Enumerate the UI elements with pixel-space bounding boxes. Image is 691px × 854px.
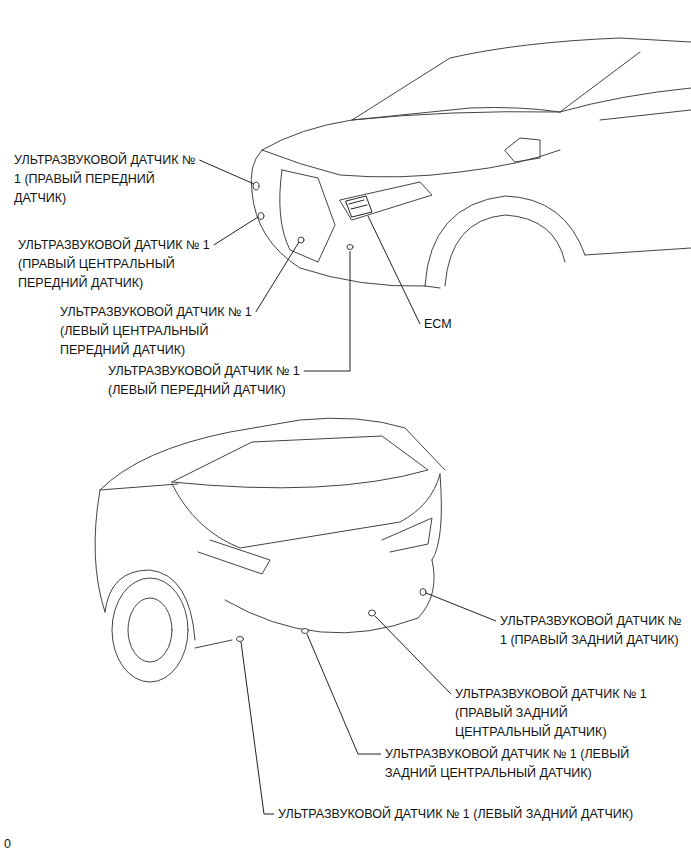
car-outline xyxy=(352,38,691,120)
car-outline xyxy=(100,484,178,490)
car-outline xyxy=(432,474,441,560)
car-outline xyxy=(198,540,270,574)
sensor xyxy=(369,610,376,616)
part-label: УЛЬТРАЗВУКОВОЙ ДАТЧИК № 1 (ПРАВЫЙ ЗАДНИЙ… xyxy=(500,612,685,650)
leader-line xyxy=(214,217,258,245)
car-outline xyxy=(100,418,445,490)
label-text: УЛЬТРАЗВУКОВОЙ ДАТЧИК № 1 (ПРАВЫЙ ПЕРЕДН… xyxy=(14,153,195,205)
ecm-unit xyxy=(346,196,372,217)
sensor xyxy=(420,589,426,596)
leader-line xyxy=(307,634,381,754)
car-outline xyxy=(95,490,105,612)
leader-line xyxy=(426,593,496,621)
car-outline xyxy=(262,150,560,177)
car-outline xyxy=(425,196,585,286)
leader-line xyxy=(368,216,420,324)
car-outline xyxy=(172,474,440,548)
label-text: УЛЬТРАЗВУКОВОЙ ДАТЧИК № 1 (ЛЕВЫЙ ЗАДНИЙ … xyxy=(385,747,629,780)
car-outline xyxy=(560,88,691,112)
leader-line xyxy=(241,642,274,814)
car-outline xyxy=(382,518,432,552)
part-label: УЛЬТРАЗВУКОВОЙ ДАТЧИК № 1 (ПРАВЫЙ ЦЕНТРА… xyxy=(18,236,216,293)
car-outline xyxy=(585,248,691,255)
car-outline xyxy=(425,286,440,288)
car-outline xyxy=(252,192,425,286)
car-outline xyxy=(172,436,428,488)
car-outline xyxy=(251,108,560,193)
car-outline xyxy=(600,110,691,120)
leader-line xyxy=(199,160,254,184)
part-label: УЛЬТРАЗВУКОВОЙ ДАТЧИК № 1 (ЛЕВЫЙ ЗАДНИЙ … xyxy=(278,805,683,824)
sensor xyxy=(347,245,353,250)
label-text: УЛЬТРАЗВУКОВОЙ ДАТЧИК № 1 (ПРАВЫЙ ЗАДНИЙ… xyxy=(500,614,681,647)
label-text: УЛЬТРАЗВУКОВОЙ ДАТЧИК № 1 (ЛЕВЫЙ ЗАДНИЙ … xyxy=(278,807,633,821)
rear-car xyxy=(95,418,445,682)
leader-line xyxy=(256,242,299,312)
car-outline xyxy=(445,215,565,286)
part-label: УЛЬТРАЗВУКОВОЙ ДАТЧИК № 1 (ЛЕВЫЙ ЗАДНИЙ … xyxy=(385,745,670,783)
car-outline xyxy=(352,112,560,120)
wheel xyxy=(128,598,172,662)
front-car xyxy=(251,38,691,288)
label-text: УЛЬТРАЗВУКОВОЙ ДАТЧИК № 1 (ПРАВЫЙ ЦЕНТРА… xyxy=(18,238,210,290)
label-text: ECM xyxy=(424,317,452,331)
sensor xyxy=(237,637,244,642)
sensor xyxy=(258,213,264,220)
car-outline xyxy=(105,570,195,640)
sensor xyxy=(302,629,309,634)
part-label: УЛЬТРАЗВУКОВОЙ ДАТЧИК № 1 (ЛЕВЫЙ ПЕРЕДНИ… xyxy=(108,362,348,400)
part-label: УЛЬТРАЗВУКОВОЙ ДАТЧИК № 1 (ПРАВЫЙ ПЕРЕДН… xyxy=(14,151,199,208)
car-outline xyxy=(280,170,335,262)
sensor xyxy=(253,182,259,190)
leader-line xyxy=(375,616,451,694)
car-outline xyxy=(560,52,640,112)
car-outline xyxy=(340,182,432,220)
car-outline xyxy=(195,640,232,648)
unit-label: ECM xyxy=(424,315,464,334)
label-text: УЛЬТРАЗВУКОВОЙ ДАТЧИК № 1 (ЛЕВЫЙ ЦЕНТРАЛ… xyxy=(60,305,252,357)
label-text: УЛЬТРАЗВУКОВОЙ ДАТЧИК № 1 (ЛЕВЫЙ ПЕРЕДНИ… xyxy=(108,364,300,397)
part-label: УЛЬТРАЗВУКОВОЙ ДАТЧИК № 1 (ПРАВЫЙ ЗАДНИЙ… xyxy=(455,685,650,742)
wheel xyxy=(112,578,188,682)
label-text: УЛЬТРАЗВУКОВОЙ ДАТЧИК № 1 (ПРАВЫЙ ЗАДНИЙ… xyxy=(455,687,647,739)
leader-line xyxy=(304,251,350,371)
part-label: УЛЬТРАЗВУКОВОЙ ДАТЧИК № 1 (ЛЕВЫЙ ЦЕНТРАЛ… xyxy=(60,303,258,360)
figure-number: 0 xyxy=(4,835,24,854)
car-outline xyxy=(225,560,434,633)
label-text: 0 xyxy=(4,837,11,851)
